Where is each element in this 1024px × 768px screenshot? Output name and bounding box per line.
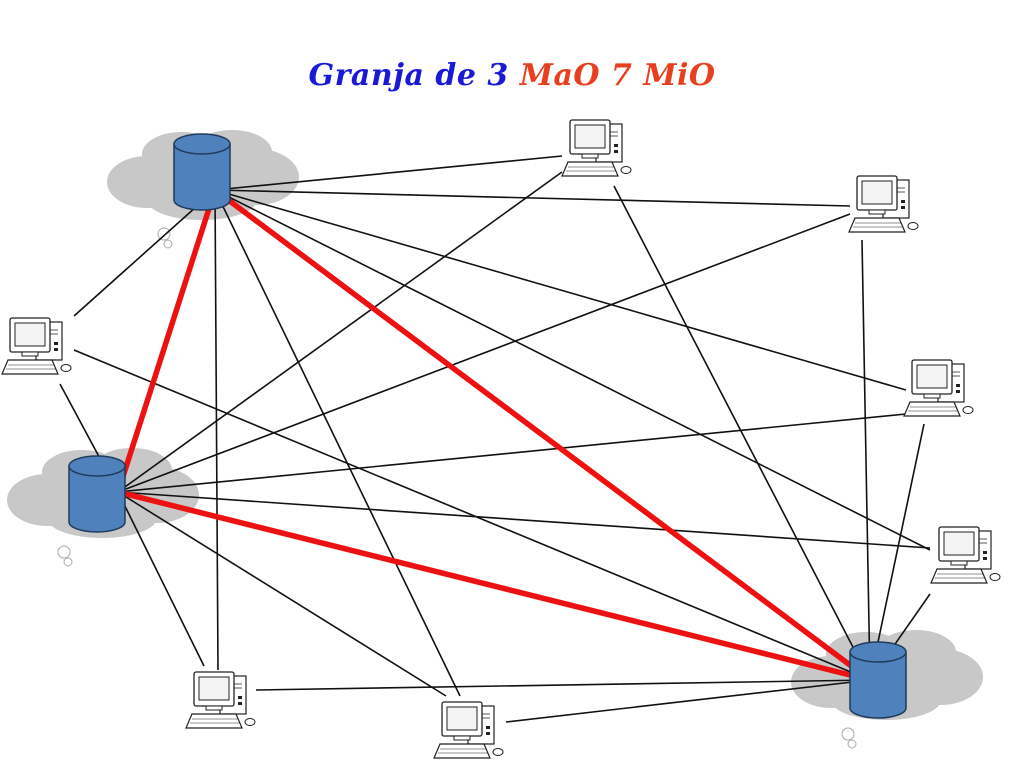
computer-icon xyxy=(848,175,919,233)
database-icon xyxy=(849,641,907,719)
database-icon xyxy=(173,133,231,211)
clouds-layer xyxy=(7,130,983,749)
weak-link xyxy=(255,679,871,691)
title-part-farm: Granja de 3 xyxy=(308,58,509,93)
cloud-icon xyxy=(7,448,199,567)
computer-icon xyxy=(561,119,632,177)
weak-link xyxy=(117,491,447,697)
weak-link xyxy=(73,189,216,317)
weak-link xyxy=(73,349,871,681)
weak-link xyxy=(505,679,871,723)
computer-icon xyxy=(930,526,1001,584)
computer-icon xyxy=(903,359,974,417)
weak-link xyxy=(214,189,851,207)
strong-link xyxy=(212,187,873,683)
weak-link xyxy=(214,189,219,671)
nodes-layer xyxy=(1,119,1001,759)
strong-links xyxy=(115,187,873,683)
weak-link xyxy=(214,189,461,697)
computer-icon xyxy=(1,317,72,375)
computer-icon xyxy=(185,671,256,729)
weak-link xyxy=(117,171,563,493)
weak-link xyxy=(613,185,871,681)
cloud-icon xyxy=(107,130,299,249)
weak-link xyxy=(117,491,205,667)
weak-link xyxy=(117,413,907,493)
weak-link xyxy=(214,189,907,391)
weak-links xyxy=(59,155,931,723)
diagram-title: Granja de 3 MaO 7 MiO xyxy=(0,58,1024,93)
weak-link xyxy=(117,213,851,493)
weak-link xyxy=(861,239,871,681)
strong-link xyxy=(115,489,873,683)
computer-icon xyxy=(433,701,504,759)
database-icon xyxy=(68,455,126,533)
weak-link xyxy=(214,155,563,191)
cloud-icon xyxy=(791,630,983,749)
weak-link xyxy=(117,491,931,549)
weak-link xyxy=(214,189,931,551)
weak-link xyxy=(869,423,925,681)
title-part-counts: MaO 7 MiO xyxy=(519,58,716,93)
strong-link xyxy=(115,187,218,495)
